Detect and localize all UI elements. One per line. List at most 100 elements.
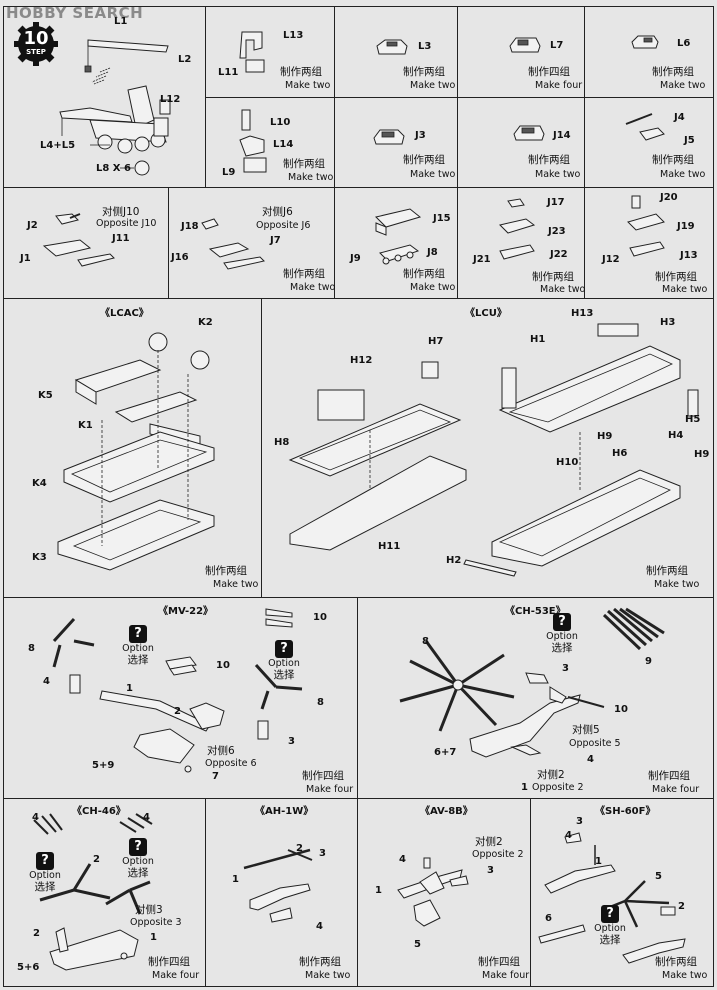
part-label: H4	[668, 430, 684, 441]
part-label: H10	[556, 457, 579, 468]
note-zh: 制作两组	[655, 956, 697, 968]
option-zh: 选择	[127, 653, 149, 666]
option-marker: ? Option 选择	[118, 838, 158, 878]
question-icon: ?	[275, 640, 293, 658]
note-zh: 制作两组	[299, 956, 341, 968]
part-label: 2	[678, 901, 685, 912]
part-label: 10	[216, 660, 230, 671]
vehicle-drawing	[631, 35, 659, 49]
part-label: 2	[93, 854, 100, 865]
part-label: K3	[32, 552, 47, 563]
question-icon: ?	[601, 905, 619, 923]
section-title: 《AH-1W》	[255, 806, 314, 817]
lcac-exploded-drawing	[57, 332, 215, 571]
part-label: 4	[316, 921, 323, 932]
part-label: 5	[414, 939, 421, 950]
note-zh: 制作两组	[280, 66, 322, 78]
note-en: Make two	[535, 169, 581, 180]
part-label: J22	[550, 249, 568, 260]
part-label: 10	[614, 704, 628, 715]
part-label: J17	[547, 197, 565, 208]
note-zh: 制作两组	[403, 268, 445, 280]
vehicle-drawing	[513, 125, 545, 141]
option-marker: ? Option 选择	[25, 852, 65, 892]
part-label: J23	[548, 226, 566, 237]
vehicle-drawing	[509, 37, 541, 53]
part-label: J20	[660, 192, 678, 203]
part-label: 6	[545, 913, 552, 924]
section-title: 《CH-53E》	[505, 606, 566, 617]
question-icon: ?	[36, 852, 54, 870]
opposite-zh: 对侧2	[475, 836, 503, 848]
option-zh: 选择	[599, 933, 621, 946]
part-drawing	[239, 109, 267, 173]
part-label: L3	[418, 41, 432, 52]
part-label: H13	[571, 308, 594, 319]
option-en: Option	[546, 631, 578, 642]
option-marker: ? Option 选择	[118, 625, 158, 665]
opposite-zh: 对侧J6	[262, 206, 293, 218]
note-en: Make two	[410, 169, 456, 180]
part-label: 3	[319, 848, 326, 859]
part-label: 1	[150, 932, 157, 943]
section-title: 《CH-46》	[72, 806, 126, 817]
part-label: J3	[415, 130, 426, 141]
opposite-en: Opposite 2	[472, 849, 524, 860]
part-label: H6	[612, 448, 628, 459]
part-label: 2	[296, 843, 303, 854]
note-en: Make four	[652, 784, 700, 795]
question-icon: ?	[129, 838, 147, 856]
part-label: 3	[487, 865, 494, 876]
ah1w-exploded-drawing	[243, 848, 313, 923]
option-marker: ? Option 选择	[542, 613, 582, 653]
part-label: J11	[112, 233, 130, 244]
opposite-zh: 对侧2	[537, 769, 565, 781]
question-icon: ?	[129, 625, 147, 643]
note-en: Make four	[152, 970, 200, 981]
part-label: 4	[399, 854, 406, 865]
vehicle-drawing	[373, 129, 405, 145]
note-en: Make two	[290, 282, 336, 293]
part-label: 8	[422, 636, 429, 647]
part-drawing	[239, 31, 265, 73]
step-number: 10	[23, 28, 49, 49]
part-label: 9	[645, 656, 652, 667]
part-label: 6+7	[434, 747, 457, 758]
section-title: 《LCU》	[465, 308, 507, 319]
watermark: HOBBY SEARCH	[6, 4, 144, 22]
part-label: K2	[198, 317, 213, 328]
part-label: H7	[428, 336, 444, 347]
part-label: J13	[680, 250, 698, 261]
note-en: Make two	[305, 970, 351, 981]
note-en: Make two	[662, 284, 708, 295]
note-en: Make two	[660, 169, 706, 180]
option-en: Option	[122, 643, 154, 654]
option-marker: ? Option 选择	[264, 640, 304, 680]
part-label: L14	[273, 139, 294, 150]
note-zh: 制作两组	[652, 154, 694, 166]
part-label: H8	[274, 437, 290, 448]
question-icon: ?	[553, 613, 571, 631]
part-label: L6	[677, 38, 691, 49]
part-label: 3	[576, 816, 583, 827]
option-zh: 选择	[127, 866, 149, 879]
note-en: Make four	[306, 784, 354, 795]
part-label: 4	[143, 812, 150, 823]
sh60f-exploded-drawing	[538, 832, 686, 964]
truck-drawing	[375, 208, 422, 265]
note-en: Make two	[410, 80, 456, 91]
part-label: J18	[181, 221, 199, 232]
opposite-en: Opposite 2	[532, 782, 584, 793]
note-zh: 制作两组	[205, 565, 247, 577]
part-label: L11	[218, 67, 239, 78]
section-title: 《AV-8B》	[420, 806, 473, 817]
part-label: 1	[375, 885, 382, 896]
part-label: 2	[33, 928, 40, 939]
opposite-en: Opposite J10	[96, 218, 157, 229]
part-label: 10	[313, 612, 327, 623]
step-badge-gear-icon	[14, 22, 58, 66]
part-label: H9	[597, 431, 613, 442]
vehicle-drawing	[627, 195, 665, 257]
note-zh: 制作两组	[283, 158, 325, 170]
part-label: 4	[565, 830, 572, 841]
